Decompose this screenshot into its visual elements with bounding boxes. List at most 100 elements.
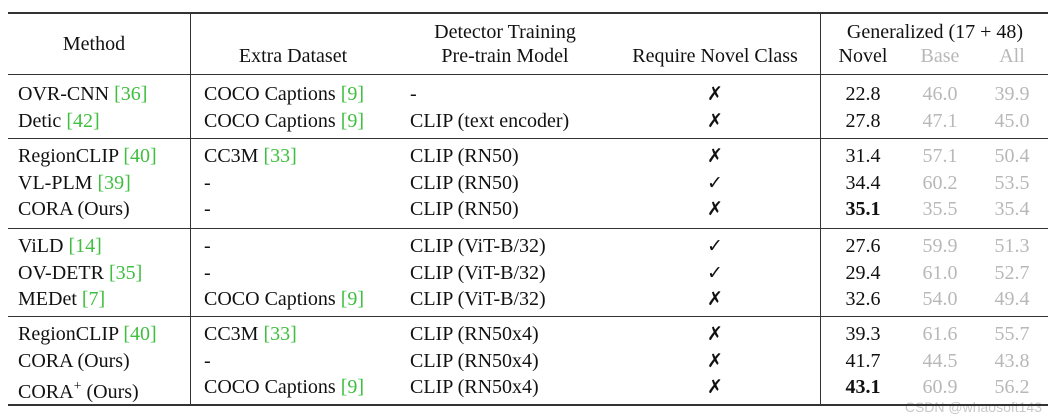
method-name: OVR-CNN bbox=[18, 83, 110, 105]
method-cell: CORA (Ours) bbox=[18, 197, 130, 221]
pretrain-model-cell: - bbox=[410, 83, 417, 105]
pretrain-model-cell: CLIP (RN50) bbox=[410, 198, 519, 220]
pretrain-model-cell: CLIP (text encoder) bbox=[410, 109, 570, 132]
dataset-name: COCO Captions bbox=[204, 83, 336, 105]
novel-value: 27.6 bbox=[845, 235, 881, 257]
cross-mark-icon: ✗ bbox=[707, 376, 723, 398]
all-value: 56.2 bbox=[994, 376, 1030, 398]
dataset-name: CC3M bbox=[204, 323, 259, 345]
dataset-cell: - bbox=[204, 171, 211, 195]
method-cell: OV-DETR [35] bbox=[18, 261, 142, 285]
citation-ref: [9] bbox=[340, 376, 365, 398]
novel-value: 39.3 bbox=[845, 323, 881, 345]
method-name: CORA (Ours) bbox=[18, 198, 130, 220]
dataset-cell: - bbox=[204, 197, 211, 221]
citation-ref: [35] bbox=[108, 261, 143, 284]
dataset-name: - bbox=[204, 235, 211, 257]
citation-ref: [9] bbox=[340, 109, 365, 132]
pretrain-model-cell: CLIP (RN50x4) bbox=[410, 323, 539, 345]
method-cell: CORA (Ours) bbox=[18, 349, 130, 373]
novel-value: 27.8 bbox=[845, 109, 881, 132]
novel-value: 34.4 bbox=[845, 171, 881, 194]
cross-mark-icon: ✗ bbox=[707, 83, 723, 105]
method-name: OV-DETR bbox=[18, 261, 104, 284]
check-mark-icon: ✓ bbox=[707, 261, 723, 284]
dataset-cell: COCO Captions [9] bbox=[204, 109, 364, 133]
dataset-cell: - bbox=[204, 349, 211, 373]
method-name: VL-PLM bbox=[18, 171, 93, 194]
all-value: 49.4 bbox=[994, 288, 1030, 310]
all-value: 45.0 bbox=[994, 109, 1030, 132]
column-separator bbox=[190, 13, 191, 405]
citation-ref: [9] bbox=[340, 83, 365, 105]
all-value: 51.3 bbox=[994, 235, 1030, 257]
citation-ref: [33] bbox=[263, 145, 297, 167]
novel-value: 22.8 bbox=[845, 83, 881, 105]
method-cell: MEDet [7] bbox=[18, 287, 105, 311]
novel-value: 31.4 bbox=[845, 145, 881, 167]
all-value: 43.8 bbox=[994, 349, 1030, 372]
check-mark-icon: ✓ bbox=[707, 171, 723, 194]
novel-value: 43.1 bbox=[845, 376, 881, 398]
pretrain-model-cell: CLIP (ViT-B/32) bbox=[410, 288, 546, 310]
base-value: 59.9 bbox=[922, 235, 958, 257]
method-suffix: (Ours) bbox=[81, 381, 139, 403]
pretrain-model-cell: CLIP (RN50x4) bbox=[410, 376, 539, 398]
method-superscript: + bbox=[73, 379, 82, 394]
all-value: 35.4 bbox=[994, 198, 1030, 220]
base-value: 35.5 bbox=[922, 198, 958, 220]
method-name: Detic bbox=[18, 109, 62, 132]
method-name: RegionCLIP bbox=[18, 145, 119, 167]
novel-value: 35.1 bbox=[845, 198, 881, 220]
method-name: ViLD bbox=[18, 235, 64, 257]
method-cell: RegionCLIP [40] bbox=[18, 144, 157, 168]
citation-ref: [14] bbox=[68, 235, 102, 257]
pretrain-model-cell: CLIP (RN50) bbox=[410, 145, 519, 167]
method-name: MEDet bbox=[18, 288, 77, 310]
header-novel: Novel bbox=[838, 45, 888, 67]
dataset-name: - bbox=[204, 198, 211, 220]
cross-mark-icon: ✗ bbox=[707, 109, 723, 132]
method-cell: ViLD [14] bbox=[18, 234, 102, 258]
dataset-name: COCO Captions bbox=[204, 109, 336, 132]
all-value: 52.7 bbox=[994, 261, 1030, 284]
dataset-cell: CC3M [33] bbox=[204, 322, 297, 346]
all-value: 55.7 bbox=[994, 323, 1030, 345]
citation-ref: [33] bbox=[263, 323, 297, 345]
citation-ref: [42] bbox=[66, 109, 100, 132]
table-rule bbox=[8, 228, 1048, 229]
base-value: 46.0 bbox=[922, 83, 958, 105]
method-cell: OVR-CNN [36] bbox=[18, 82, 147, 106]
dataset-name: - bbox=[204, 171, 211, 194]
citation-ref: [40] bbox=[123, 323, 157, 345]
dataset-cell: COCO Captions [9] bbox=[204, 287, 364, 311]
header-pretrain-model: Pre-train Model bbox=[441, 45, 569, 67]
all-value: 39.9 bbox=[994, 83, 1030, 105]
check-mark-icon: ✓ bbox=[707, 235, 723, 257]
table-rule bbox=[8, 316, 1048, 317]
dataset-cell: COCO Captions [9] bbox=[204, 375, 364, 399]
cross-mark-icon: ✗ bbox=[707, 349, 723, 372]
watermark: CSDN @whaosoft143 bbox=[904, 399, 1042, 415]
method-cell: VL-PLM [39] bbox=[18, 171, 131, 195]
dataset-name: - bbox=[204, 261, 211, 284]
header-generalized: Generalized (17 + 48) bbox=[846, 21, 1024, 43]
cross-mark-icon: ✗ bbox=[707, 323, 723, 345]
method-cell: CORA+ (Ours) bbox=[18, 375, 139, 404]
dataset-cell: COCO Captions [9] bbox=[204, 82, 364, 106]
method-name: RegionCLIP bbox=[18, 323, 119, 345]
dataset-name: CC3M bbox=[204, 145, 259, 167]
pretrain-model-cell: CLIP (RN50) bbox=[410, 171, 519, 194]
method-cell: RegionCLIP [40] bbox=[18, 322, 157, 346]
table-rule bbox=[8, 404, 1048, 406]
cross-mark-icon: ✗ bbox=[707, 288, 723, 310]
base-value: 54.0 bbox=[922, 288, 958, 310]
base-value: 61.0 bbox=[922, 261, 958, 284]
table-rule bbox=[8, 138, 1048, 139]
base-value: 44.5 bbox=[922, 349, 958, 372]
header-require-novel: Require Novel Class bbox=[632, 45, 798, 67]
dataset-name: COCO Captions bbox=[204, 288, 336, 310]
citation-ref: [36] bbox=[114, 83, 148, 105]
citation-ref: [40] bbox=[123, 145, 157, 167]
base-value: 60.2 bbox=[922, 171, 958, 194]
